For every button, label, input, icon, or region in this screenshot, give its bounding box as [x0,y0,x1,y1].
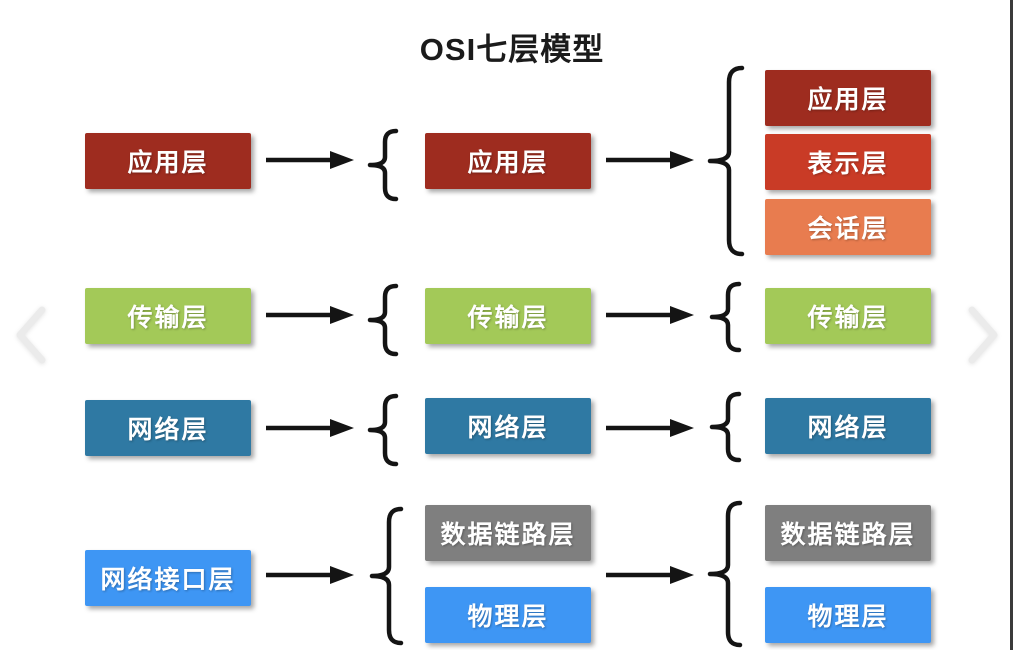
box-middle-physical: 物理层 [425,587,591,643]
box-right-physical: 物理层 [765,587,931,643]
next-button[interactable] [962,305,1002,365]
arrow-left-middle-row3 [264,416,356,440]
box-right-physical-label: 物理层 [807,603,889,631]
right-arrow-icon [266,566,354,584]
box-left-network-interface: 网络接口层 [85,550,251,606]
box-left-application-label: 应用层 [127,149,209,177]
brace-middle-application [366,128,400,207]
box-middle-application-label: 应用层 [467,149,549,177]
brace-right-datalink-physical [706,500,746,650]
arrow-middle-right-row2 [604,303,696,327]
box-left-network-interface-label: 网络接口层 [100,566,236,594]
box-left-network: 网络层 [85,400,251,456]
arrow-middle-right-row4 [604,563,696,587]
arrow-middle-right-row3 [604,416,696,440]
prev-button[interactable] [12,305,52,365]
box-right-datalink: 数据链路层 [765,505,931,561]
brace-middle-datalink-physical [368,506,406,650]
box-right-application: 应用层 [765,70,931,126]
chevron-right-icon [968,306,998,364]
box-middle-application: 应用层 [425,133,591,189]
arrow-left-middle-row1 [264,148,356,172]
box-right-transport: 传输层 [765,288,931,344]
curly-brace-icon [367,128,399,202]
box-right-session: 会话层 [765,199,931,255]
arrow-left-middle-row2 [264,303,356,327]
curly-brace-icon [709,391,742,463]
right-arrow-icon [606,151,694,169]
right-arrow-icon [266,151,354,169]
box-middle-network-label: 网络层 [467,414,549,442]
right-arrow-icon [606,306,694,324]
brace-right-network [708,391,744,468]
curly-brace-icon [369,506,404,646]
right-arrow-icon [266,306,354,324]
box-right-network: 网络层 [765,398,931,454]
arrow-middle-right-row1 [604,148,696,172]
box-middle-transport: 传输层 [425,288,591,344]
box-middle-transport-label: 传输层 [467,304,549,332]
page-title: OSI七层模型 [419,32,605,67]
curly-brace-icon [707,500,743,648]
curly-brace-icon [709,281,742,353]
box-right-application-label: 应用层 [807,86,889,114]
brace-right-app-pres-session [706,64,748,263]
box-middle-network: 网络层 [425,398,591,454]
curly-brace-icon [367,283,399,357]
box-left-network-label: 网络层 [127,416,209,444]
curly-brace-icon [707,65,745,257]
curly-brace-icon [367,393,399,467]
box-middle-physical-label: 物理层 [467,603,549,631]
right-arrow-icon [266,419,354,437]
box-left-transport: 传输层 [85,288,251,344]
box-middle-datalink-label: 数据链路层 [440,521,576,549]
chevron-left-icon [16,306,46,364]
box-right-network-label: 网络层 [807,414,889,442]
box-right-presentation: 表示层 [765,134,931,190]
box-right-datalink-label: 数据链路层 [780,521,916,549]
right-arrow-icon [606,566,694,584]
box-right-presentation-label: 表示层 [807,150,889,178]
brace-middle-transport [366,283,400,362]
box-left-application: 应用层 [85,133,251,189]
brace-right-transport [708,281,744,358]
right-arrow-icon [606,419,694,437]
box-middle-datalink: 数据链路层 [425,505,591,561]
right-edge-divider [1010,0,1013,650]
arrow-left-middle-row4 [264,563,356,587]
box-right-session-label: 会话层 [807,215,889,243]
box-left-transport-label: 传输层 [127,304,209,332]
box-right-transport-label: 传输层 [807,304,889,332]
brace-middle-network [366,393,400,472]
